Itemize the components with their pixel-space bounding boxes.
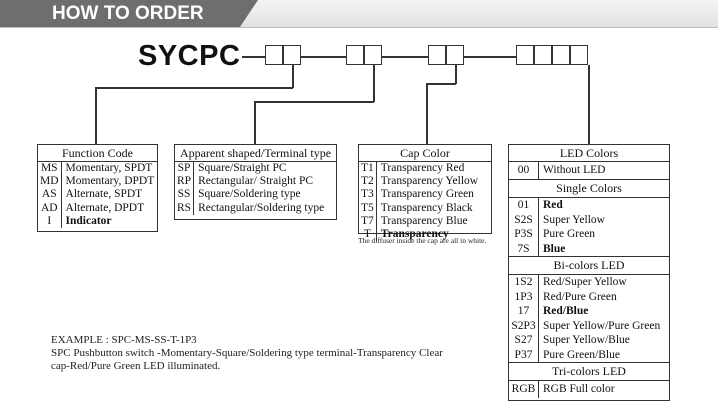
cap-label: Transparency Red [380,162,465,174]
cap-label: Transparency Blue [380,214,468,227]
function-label: Indicator [65,214,112,227]
apparent-label: Rectangular/Soldering type [198,201,325,214]
apparent-label: Rectangular/ Straight PC [198,175,314,188]
led-code: 1P3 [509,289,539,304]
function-code: I [38,214,62,229]
function-code: AD [38,201,62,215]
example-description-cont: cap-Red/Pure Green LED illuminated. [51,360,221,372]
cap-code: T1 [359,162,377,176]
led-code: 00 [509,162,539,179]
function-label: Alternate, SPDT [65,188,143,201]
led-label: Red [543,199,563,211]
cap-label: Transparency Yellow [380,175,479,188]
led-code: P3S [509,227,539,242]
section-title: HOW TO ORDER [0,0,258,27]
separator-dash [242,56,265,58]
function-label: Momentary, DPDT [65,175,155,188]
led-code: 17 [509,304,539,319]
function-slot-2 [283,45,301,65]
cap-color-title: Cap Color [359,145,491,162]
single-colors-title: Single Colors [509,179,669,198]
led-code: S27 [509,333,539,348]
function-code: MS [38,162,62,176]
led-code: S2P3 [509,318,539,333]
cap-code: T [359,228,377,242]
connector-line [426,83,456,85]
apparent-shape-title: Apparent shaped/Terminal type [175,145,336,162]
cap-note: The diffuser inside the cap are all in w… [358,236,487,245]
cap-color-table: Cap Color T1 Transparency Red T2 Transpa… [358,144,492,242]
led-colors-table: LED Colors 00 Without LED Single Colors … [508,144,670,401]
led-label: Red/Pure Green [543,290,617,303]
separator-dash [464,56,516,58]
led-label: Pure Green/Blue [543,348,620,361]
led-slot-2 [534,45,552,65]
led-label: Super Yellow/Pure Green [543,319,661,332]
function-code-title: Function Code [38,145,157,162]
cap-label: Transparency [380,228,449,241]
led-label: Red/Super Yellow [543,276,627,288]
connector-line [292,65,294,88]
connector-line [95,87,293,89]
led-label: Pure Green [543,228,596,240]
apparent-shape-table: Apparent shaped/Terminal type SP Square/… [174,144,337,220]
led-label: Blue [543,242,566,255]
apparent-code: RS [175,201,195,215]
led-code: P37 [509,347,539,362]
connector-line [426,83,428,144]
function-code: MD [38,175,62,189]
function-label: Momentary, SPDT [65,162,153,174]
led-code: S2S [509,212,539,227]
connector-line [254,101,374,103]
apparent-label: Square/Straight PC [198,162,287,174]
function-label: Alternate, DPDT [65,201,145,214]
led-label: RGB Full color [543,383,615,395]
apparent-code: SP [175,162,195,176]
led-code: 01 [509,198,539,213]
apparent-slot-1 [346,45,364,65]
apparent-slot-2 [364,45,382,65]
example-description: SPC Pushbutton switch -Momentary-Square/… [51,347,443,359]
cap-code: T7 [359,214,377,229]
led-label: Red/Blue [543,305,589,317]
cap-code: T5 [359,201,377,215]
led-colors-title: LED Colors [509,145,669,162]
cap-code: T3 [359,188,377,202]
function-code-table: Function Code MS Momentary, SPDT MD Mome… [37,144,158,232]
tri-colors-title: Tri-colors LED [509,362,669,381]
cap-slot-1 [428,45,446,65]
function-slot-1 [265,45,283,65]
cap-label: Transparency Green [380,188,474,201]
led-code: 1S2 [509,275,539,290]
separator-dash [301,56,346,58]
led-slot-4 [570,45,588,65]
cap-slot-2 [446,45,464,65]
led-slot-3 [552,45,570,65]
example-code: EXAMPLE : SPC-MS-SS-T-1P3 [51,334,197,346]
led-code: RGB [509,381,539,398]
apparent-code: SS [175,188,195,202]
connector-line [373,65,375,102]
led-label: Super Yellow [543,213,605,226]
function-code: AS [38,188,62,202]
led-label: Without LED [543,164,606,176]
cap-label: Transparency Black [380,201,473,214]
connector-line [95,87,97,144]
separator-dash [382,56,428,58]
led-slot-1 [516,45,534,65]
led-code: 7S [509,241,539,256]
bi-colors-title: Bi-colors LED [509,256,669,275]
connector-line [254,101,256,144]
cap-code: T2 [359,175,377,189]
connector-line [455,65,457,84]
apparent-label: Square/Soldering type [198,188,301,201]
apparent-code: RP [175,175,195,189]
example-text: EXAMPLE : SPC-MS-SS-T-1P3 SPC Pushbutton… [51,334,443,373]
led-label: Super Yellow/Blue [543,334,630,346]
model-prefix: SYCPC [138,40,241,72]
connector-line [588,65,590,144]
